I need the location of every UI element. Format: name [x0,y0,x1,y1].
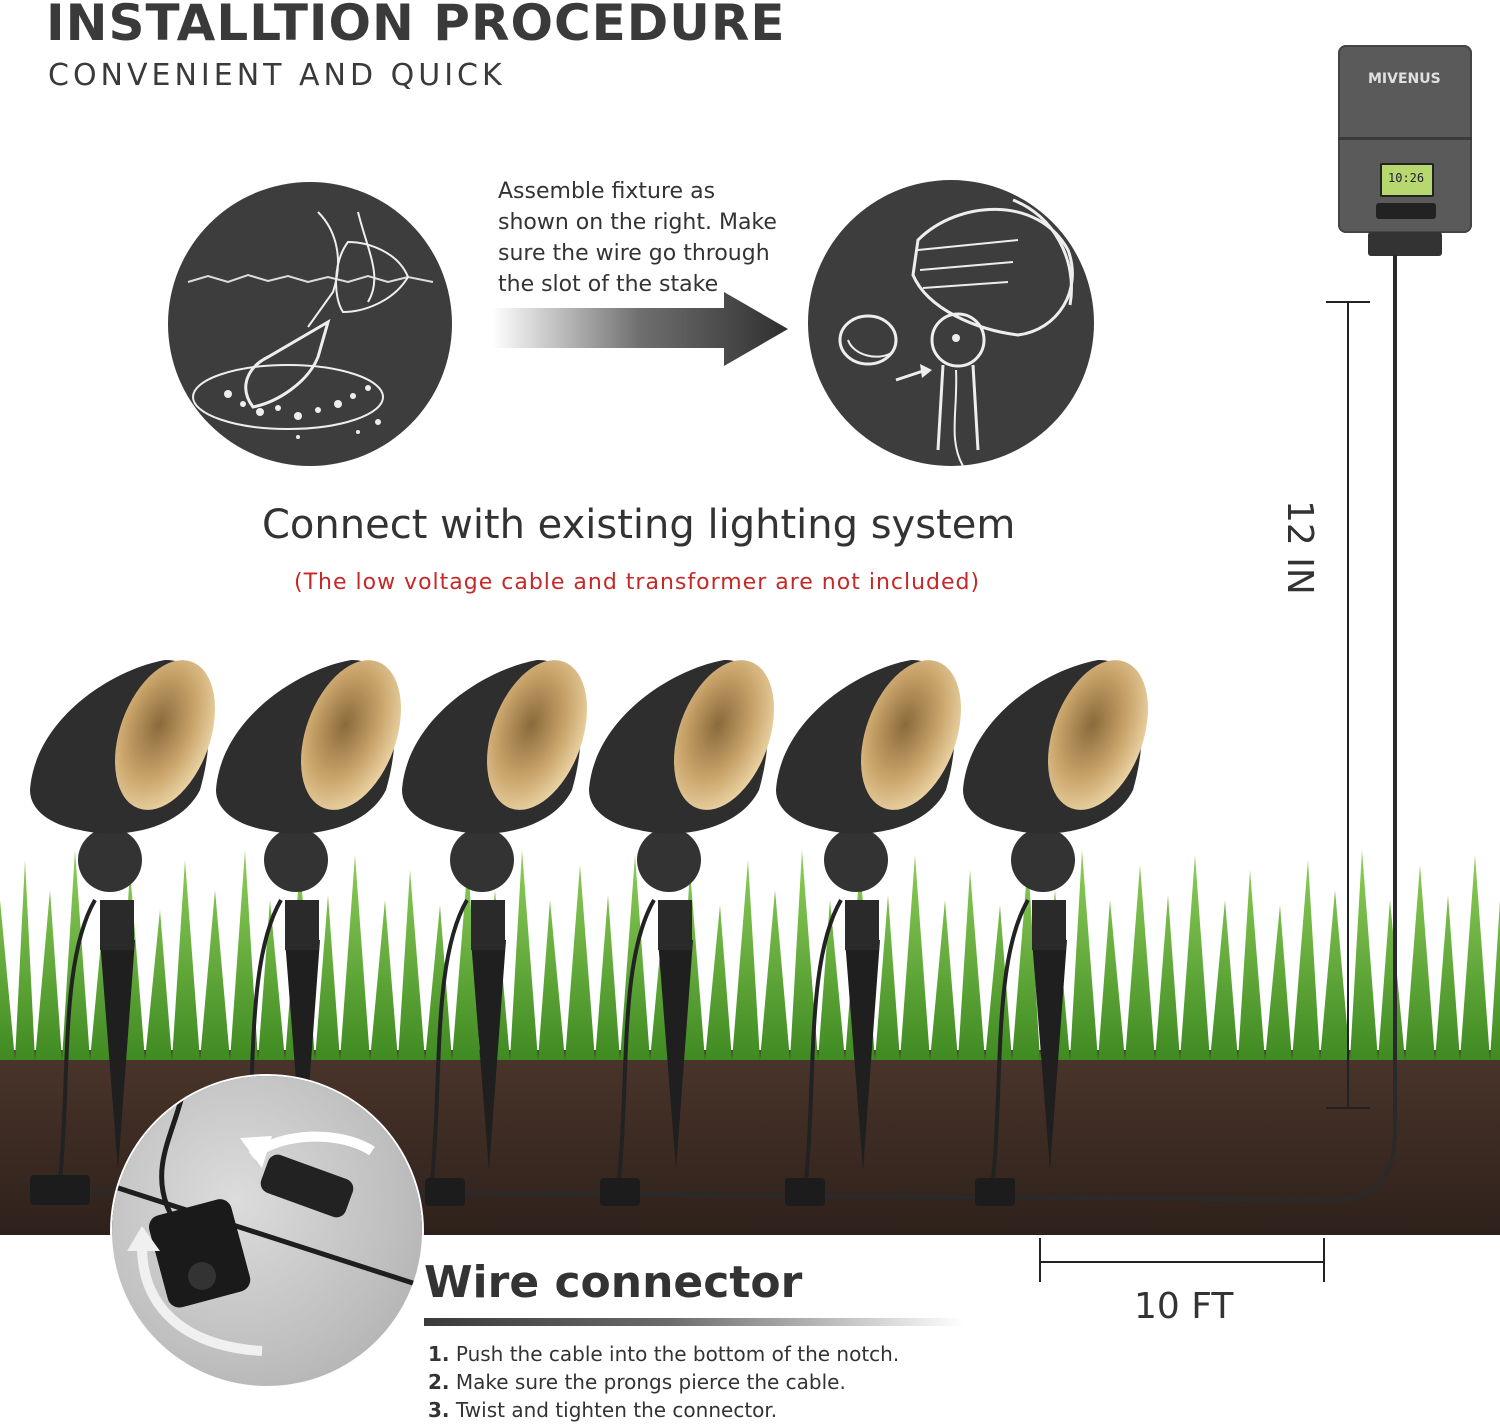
twist-arrow-icon [112,1095,422,1356]
wire-connectors [30,1175,1015,1206]
wire-connector-heading: Wire connector [424,1257,803,1308]
spotlight-fixture-5 [776,659,961,1181]
transformer-brand: MIVENUS [1368,71,1441,87]
wire-connector-underline [424,1318,964,1326]
fixture-assembly-illustration [808,180,1094,466]
list-item: 2. Make sure the prongs pierce the cable… [428,1370,846,1394]
grass [0,850,1500,1060]
list-item: 3. Twist and tighten the connector. [428,1398,778,1422]
transformer-terminal [1368,232,1442,256]
page-subtitle: CONVENIENT AND QUICK [48,58,506,93]
fixture-assembly-icon [838,198,1074,466]
assembly-instruction: Assemble fixture as shown on the right. … [498,179,777,297]
list-item: 1. Push the cable into the bottom of the… [428,1342,900,1366]
spacing-label: 10 FT [1134,1286,1234,1327]
transformer: MIVENUS 10:26 [1338,45,1472,233]
transformer-buttons [1376,203,1436,219]
right-arrow-icon [492,292,788,366]
low-voltage-cable [29,255,1397,1203]
wire-connector-steps: 1. Push the cable into the bottom of the… [428,1340,899,1424]
transformer-display-text: 10:26 [1388,171,1425,185]
spotlight-fixture-3 [402,659,587,1181]
spotlight-fixture-1 [30,659,215,1181]
digging-illustration [168,182,452,466]
not-included-note: (The low voltage cable and transformer a… [294,570,981,595]
digging-shovel-icon [187,211,434,439]
page-title: INSTALLTION PROCEDURE [46,0,786,52]
spotlight-fixture-4 [589,659,774,1181]
height-label: 12 IN [1279,500,1320,595]
height-dimension-line [1326,301,1370,1109]
transformer-divider [1338,137,1472,140]
spacing-dimension-line [1039,1238,1325,1282]
wire-connector-closeup [112,1076,422,1386]
transformer-display: 10:26 [1380,163,1434,197]
connect-heading: Connect with existing lighting system [262,502,1016,548]
step-arrow [492,290,792,368]
spotlight-fixture-6 [963,659,1148,1181]
